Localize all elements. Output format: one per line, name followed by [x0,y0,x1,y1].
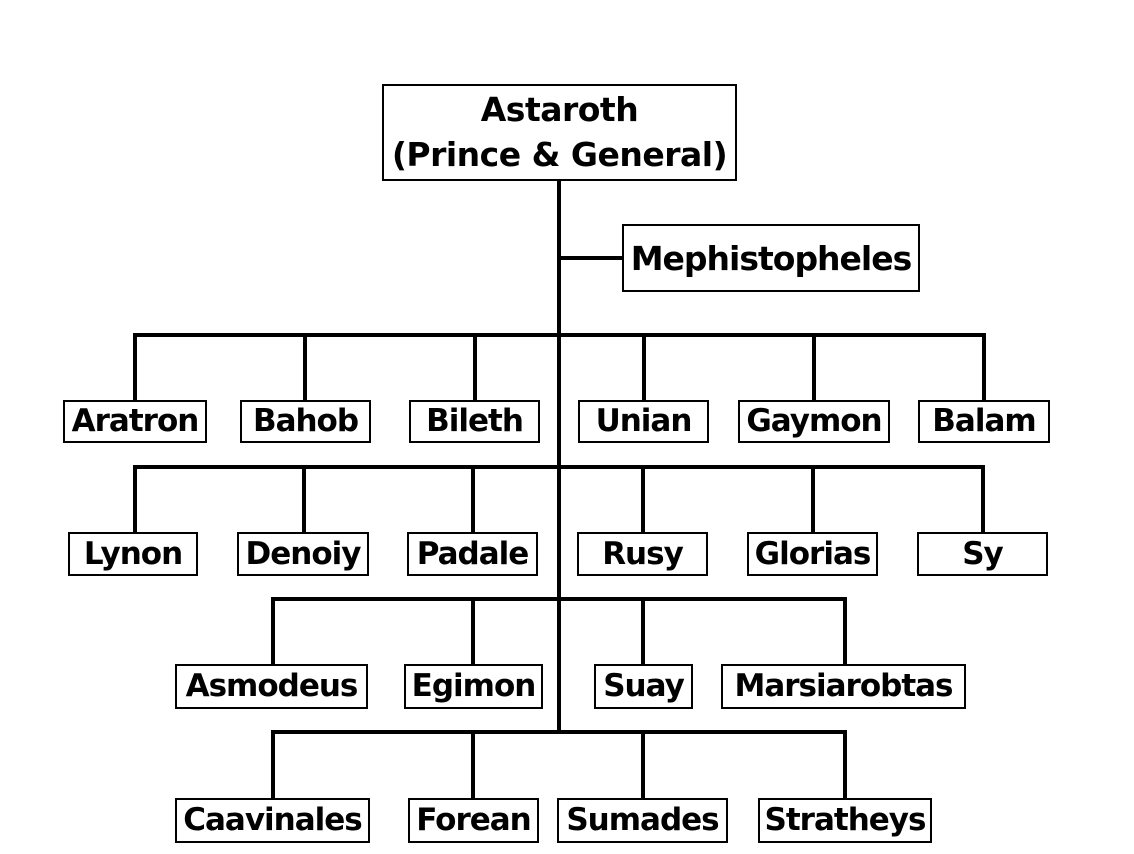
node-sy: Sy [917,532,1048,576]
node-marsiarobtas: Marsiarobtas [721,664,966,709]
node-rusy: Rusy [577,532,708,576]
node-padale: Padale [407,532,538,576]
root-node: Astaroth (Prince & General) [382,84,737,181]
node-forean: Forean [408,798,539,843]
node-glorias: Glorias [747,532,878,576]
node-caavinales: Caavinales [175,798,370,843]
node-unian: Unian [578,400,709,443]
node-gaymon: Gaymon [738,400,890,443]
root-title: (Prince & General) [391,134,728,174]
root-name: Astaroth [480,89,639,129]
node-aratron: Aratron [63,400,207,443]
node-denoiy: Denoiy [237,532,369,576]
node-asmodeus: Asmodeus [175,664,368,709]
node-lynon: Lynon [68,532,198,576]
node-bileth: Bileth [409,400,540,443]
node-egimon: Egimon [404,664,543,709]
node-bahob: Bahob [240,400,371,443]
deputy-node: Mephistopheles [622,224,920,292]
node-balam: Balam [918,400,1050,443]
node-sumades: Sumades [557,798,728,843]
node-suay: Suay [594,664,693,709]
node-stratheys: Stratheys [758,798,932,843]
